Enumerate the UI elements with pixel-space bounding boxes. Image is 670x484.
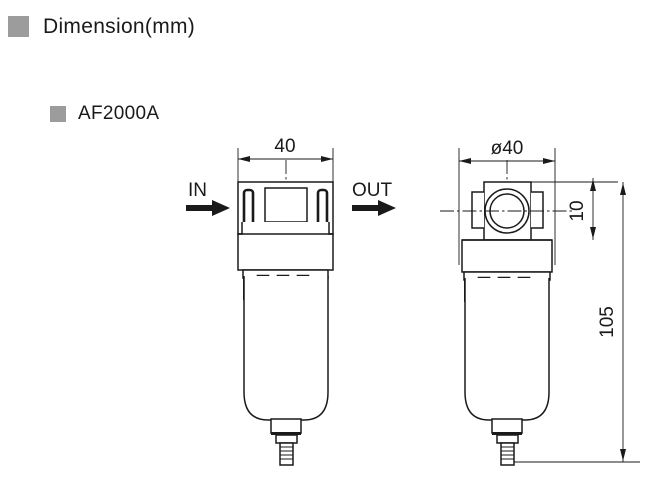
side-drain-stem — [500, 442, 515, 466]
flow-in-label: IN — [188, 180, 207, 201]
side-dim-label-diameter: ø40 — [491, 138, 524, 159]
front-dim-label-width: 40 — [274, 136, 295, 157]
front-dim-arrow-right — [321, 156, 333, 162]
front-right-slot — [316, 188, 329, 228]
model-heading-label: AF2000A — [78, 103, 160, 124]
front-center-boss — [264, 187, 308, 223]
side-dim-arrow-port-top — [590, 179, 596, 191]
side-drain-nut — [491, 418, 523, 434]
front-drain-washer — [271, 432, 301, 435]
side-drain-washer — [492, 432, 522, 435]
front-dim-arrow-left — [238, 156, 250, 162]
flow-out-arrow-icon — [352, 200, 396, 216]
side-drain-threads — [501, 446, 514, 460]
front-view-group: 40 — [186, 136, 396, 466]
side-bowl — [464, 278, 550, 421]
model-heading-af2000a: AF2000A — [50, 104, 159, 123]
side-dim-arrow-overall-top — [620, 183, 626, 195]
gray-square-icon — [8, 16, 29, 37]
flow-in-arrow-icon — [186, 200, 230, 216]
side-dim-overall-height-group: 105 — [514, 182, 640, 463]
side-view-group: ø40 — [440, 138, 640, 466]
gray-square-icon — [50, 105, 66, 122]
side-dim-arrow-overall-bottom — [620, 449, 626, 461]
section-heading-dimension: Dimension(mm) — [8, 16, 195, 37]
flow-out-group: OUT — [352, 180, 396, 216]
side-dim-port-height-group: 10 — [531, 178, 618, 240]
side-dim-label-port-height: 10 — [567, 200, 588, 221]
front-left-slot — [242, 188, 255, 228]
front-drain-threads — [280, 446, 293, 460]
flow-in-group: IN — [186, 180, 230, 216]
side-shoulder-right — [531, 191, 544, 229]
side-dim-arrow-right — [543, 158, 555, 164]
front-body-collar — [237, 222, 334, 271]
front-bowl — [243, 276, 329, 421]
side-dim-arrow-left — [459, 158, 471, 164]
front-drain-stem — [279, 442, 294, 466]
side-drain-collar — [496, 434, 519, 444]
section-heading-label: Dimension(mm) — [43, 15, 196, 38]
side-shoulder-left — [471, 191, 484, 229]
side-dim-arrow-port-bottom — [590, 227, 596, 239]
side-dim-label-overall-height: 105 — [597, 306, 618, 338]
flow-out-label: OUT — [352, 180, 393, 201]
side-body-main — [461, 239, 553, 273]
front-drain-nut — [270, 418, 302, 434]
front-drain-collar — [275, 434, 298, 444]
